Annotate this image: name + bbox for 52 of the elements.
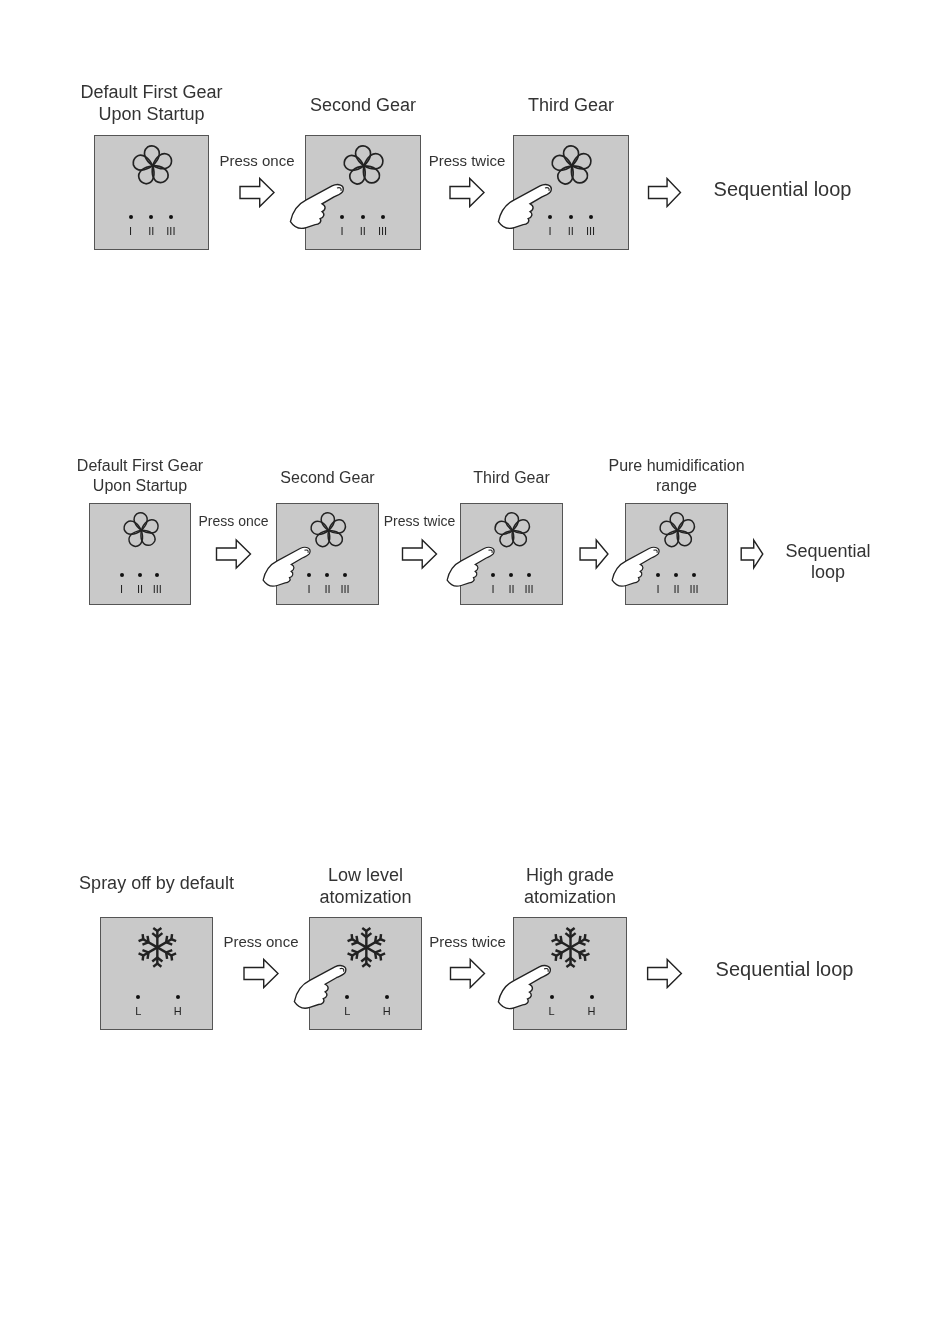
level-label: I [307,583,311,595]
level-label: H [587,1006,596,1018]
mode-heading: Default First Gear Upon Startup [75,456,205,496]
arrow [215,538,252,570]
level-label: I [548,225,552,237]
level-label: II [148,225,155,237]
level-label: L [548,1006,555,1018]
level-label: H [173,1006,182,1018]
level-label: III [152,583,162,595]
caption-text: Sequential loop [714,958,855,981]
arrow [401,538,438,570]
arrow [449,957,486,990]
level-label: III [377,225,388,237]
level-label: L [344,1006,351,1018]
mode-heading: Third Gear [472,468,551,488]
level-label: III [689,583,699,595]
level-label: III [340,583,350,595]
level-label: I [340,225,344,237]
level-label: II [324,583,331,595]
arrow [579,538,609,570]
level-label: II [359,225,366,237]
level-label: L [135,1006,142,1018]
level-label: III [524,583,534,595]
mode-heading: High grade atomization [522,865,618,909]
level-label: III [585,225,596,237]
level-label: III [166,225,176,237]
level-label: I [129,225,133,237]
level-label: II [508,583,515,595]
level-label: I [491,583,495,595]
caption-text: Sequential loop [784,541,872,583]
edge-label: Press twice [428,152,506,169]
level-label: I [120,583,124,595]
arrow [740,537,764,571]
level-label: II [136,583,144,595]
mode-heading: Pure humidification range [607,456,746,496]
arrow [646,957,683,990]
mode-heading: Second Gear [308,95,418,117]
level-label: I [656,583,660,595]
arrow [449,176,485,209]
mode-heading: Low level atomization [318,865,413,909]
edge-label: Press twice [429,933,506,950]
arrow [239,176,275,209]
arrow [647,176,682,209]
mode-heading: Spray off by default [78,873,235,895]
level-label: II [567,225,574,237]
arrow [243,957,279,990]
mode-heading: Second Gear [279,468,376,488]
mode-heading: Third Gear [527,95,615,117]
caption-text: Sequential loop [712,178,853,201]
level-label: II [673,583,680,595]
mode-heading: Default First Gear Upon Startup [79,82,224,126]
level-label: H [382,1006,391,1018]
